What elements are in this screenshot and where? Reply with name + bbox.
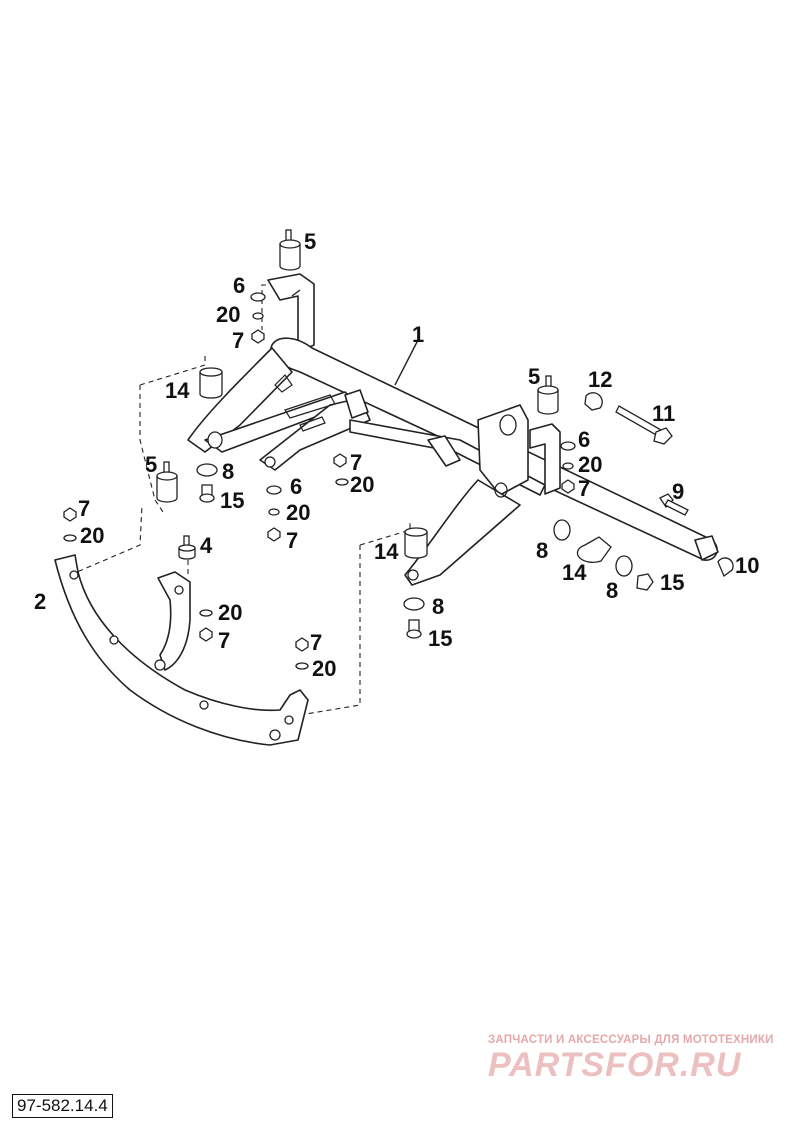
callout-15-right: 15 (660, 570, 684, 595)
callout-14-right: 14 (562, 560, 587, 585)
rubber-mount-center (404, 527, 428, 559)
callout-8-center: 8 (432, 594, 444, 619)
rubber-mount-top (279, 229, 301, 271)
engine-mount-plate (54, 554, 309, 746)
callout-7-bottom: 7 (310, 630, 322, 655)
callout-20-center-lower: 20 (286, 500, 310, 525)
callout-7-center-lower: 7 (286, 528, 298, 553)
callout-11: 11 (652, 401, 675, 426)
main-frame (187, 273, 719, 586)
rubber-mounts (156, 229, 612, 563)
callout-5-right: 5 (528, 364, 540, 389)
callout-7-left: 7 (78, 496, 90, 521)
callout-9: 9 (672, 479, 684, 504)
callout-20-bottom: 20 (312, 656, 336, 681)
callout-7-under-4: 7 (218, 628, 230, 653)
callout-20-center: 20 (350, 472, 374, 497)
leader-lines (291, 289, 419, 386)
callout-6-top: 6 (233, 273, 245, 298)
callout-20-right: 20 (578, 452, 602, 477)
callout-labels: 1 2 4 5 5 5 6 6 6 7 7 7 7 7 7 7 8 8 8 8 … (34, 229, 759, 681)
callout-8-right-a: 8 (536, 538, 548, 563)
callout-15-center: 15 (428, 626, 452, 651)
fasteners (63, 292, 734, 670)
callout-2: 2 (34, 589, 46, 614)
callout-14-center: 14 (374, 539, 399, 564)
callout-20-left: 20 (80, 523, 104, 548)
callout-4: 4 (200, 533, 213, 558)
callout-5-left: 5 (145, 452, 157, 477)
callout-8-right-b: 8 (606, 578, 618, 603)
rubber-mount-4 (178, 535, 196, 560)
callout-1: 1 (412, 322, 424, 347)
rubber-mount-right-lower (576, 536, 612, 563)
watermark-tagline: ЗАПЧАСТИ И АКСЕССУАРЫ ДЛЯ МОТОТЕХНИКИ (488, 1034, 774, 1046)
callout-6-center: 6 (290, 474, 302, 499)
watermark-brand: PARTSFOR.RU (488, 1046, 742, 1084)
callout-7-center: 7 (350, 450, 362, 475)
callout-20-top: 20 (216, 302, 240, 327)
callout-10: 10 (735, 553, 759, 578)
diagram-reference-code: 97-582.14.4 (12, 1094, 113, 1118)
rubber-mount-left (156, 461, 178, 503)
callout-14-left: 14 (165, 378, 190, 403)
rubber-mount-right (537, 375, 559, 415)
callout-7-top: 7 (232, 328, 244, 353)
callout-12: 12 (588, 367, 612, 392)
callout-6-right: 6 (578, 427, 590, 452)
callout-20-under-4: 20 (218, 600, 242, 625)
callout-5-top: 5 (304, 229, 316, 254)
callout-8-left: 8 (222, 459, 234, 484)
callout-7-right: 7 (578, 476, 590, 501)
callout-15-left: 15 (220, 488, 244, 513)
rubber-mount-left-upper (199, 367, 223, 399)
